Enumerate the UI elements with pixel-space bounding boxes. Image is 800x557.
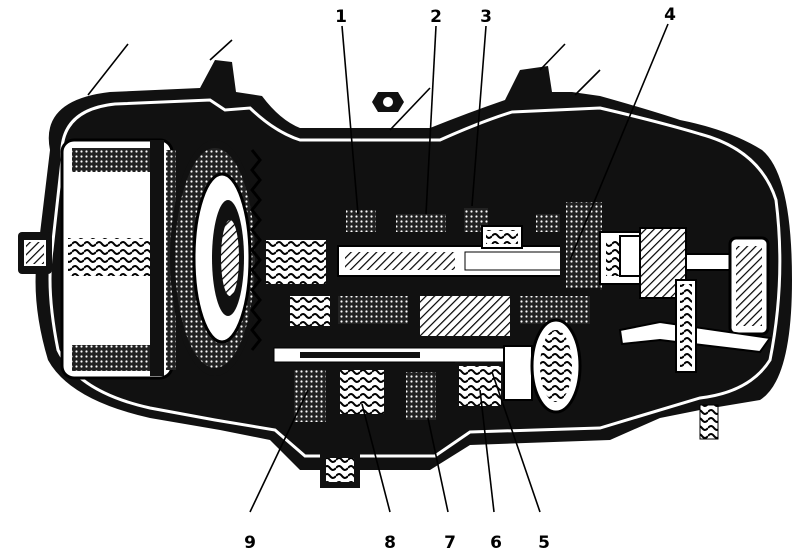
leader-line-1 xyxy=(341,25,359,215)
main-shaft xyxy=(262,196,641,296)
leader-line-2 xyxy=(425,25,437,215)
leader-line-3 xyxy=(471,25,487,207)
leader-line-8 xyxy=(361,403,391,513)
callout-label-2: 2 xyxy=(430,7,442,27)
callout-label-9: 9 xyxy=(244,533,256,553)
leader-line-6 xyxy=(479,389,495,513)
leader-line-9 xyxy=(249,389,309,513)
clutch-assembly xyxy=(60,138,262,380)
lay-shaft xyxy=(266,344,533,426)
leader-line-7 xyxy=(427,417,449,513)
callout-label-1: 1 xyxy=(335,7,347,27)
intermediate-housing-section xyxy=(290,288,600,336)
callout-leader-lines xyxy=(249,23,669,513)
callout-label-5: 5 xyxy=(538,533,550,553)
callout-labels: 1 2 3 4 5 6 7 8 9 xyxy=(244,5,676,553)
leader-line-5 xyxy=(491,371,541,513)
callout-label-4: 4 xyxy=(664,5,676,25)
callout-label-8: 8 xyxy=(384,533,396,553)
callout-label-6: 6 xyxy=(490,533,502,553)
output-and-shift-linkage xyxy=(530,227,772,414)
callout-label-3: 3 xyxy=(480,7,492,27)
leader-line-4 xyxy=(569,23,669,261)
callout-label-7: 7 xyxy=(444,533,456,553)
